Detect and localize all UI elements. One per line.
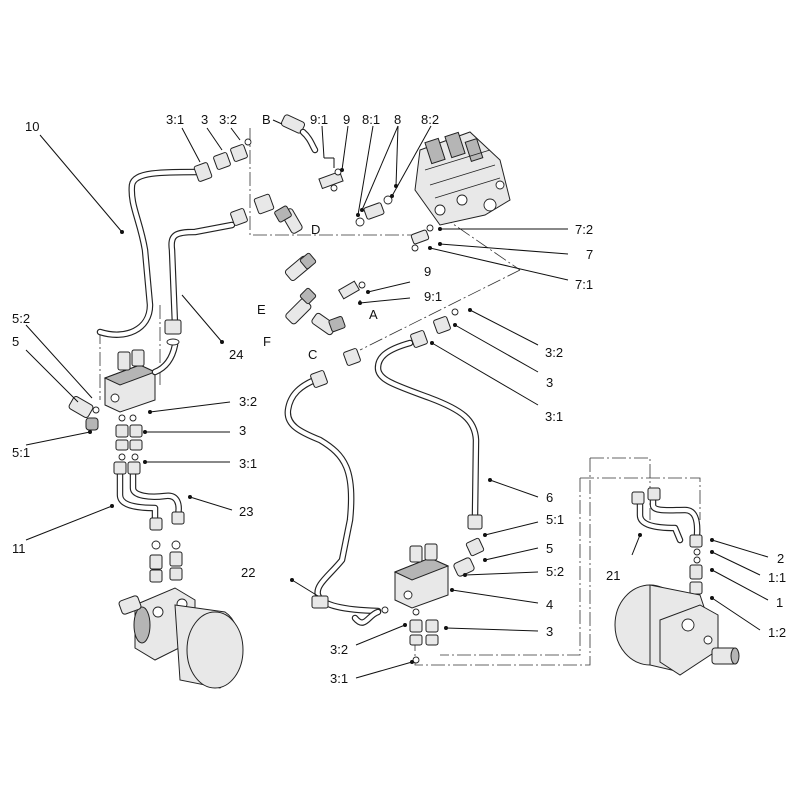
hydraulic-motor-right [614,487,740,676]
callout-3-1c: 3:1 [239,456,257,471]
callout-5-2b: 5:2 [546,564,564,579]
callout-3-2d: 3:2 [330,642,348,657]
callout-10: 10 [25,119,39,134]
elbow-fitting-5-left [68,396,100,431]
callout-labels: 10 3:1 3 3:2 B 9:1 9 8:1 8 8:2 7:2 7 7:1… [12,112,786,686]
callout-1-2: 1:2 [768,625,786,640]
callout-5-1b: 5:1 [546,512,564,527]
callout-D: D [311,222,320,237]
callout-1-1: 1:1 [768,570,786,585]
tube-21 [636,491,701,544]
leader-dots [88,168,714,664]
tube-24 [168,221,236,329]
callout-3-1a: 3:1 [166,112,184,127]
fitting-3-middle [310,308,459,388]
callout-3-2b: 3:2 [545,345,563,360]
callout-7: 7 [586,247,593,262]
callout-22: 22 [241,565,255,580]
tee-fitting-9 [318,168,344,192]
callout-11: 11 [12,541,26,556]
hose-fitting-D [274,205,303,234]
callout-9-1b: 9:1 [424,289,442,304]
callout-B: B [262,112,271,127]
callout-3a: 3 [201,112,208,127]
callout-6: 6 [546,490,553,505]
callout-9b: 9 [424,264,431,279]
fitting-24-top [230,193,275,226]
fitting-8 [355,195,393,227]
callout-4: 4 [546,597,553,612]
callout-5b: 5 [546,541,553,556]
callout-9-1a: 9:1 [310,112,328,127]
fitting-7 [410,224,434,252]
fittings-3-left-stack [113,414,143,475]
callout-23: 23 [239,504,253,519]
callout-21: 21 [606,568,620,583]
callout-3-1d: 3:1 [330,671,348,686]
callout-3-2a: 3:2 [219,112,237,127]
hose-fitting-F [285,287,317,325]
callout-8-1: 8:1 [362,112,380,127]
callout-24: 24 [229,347,243,362]
callout-5-1a: 5:1 [12,445,30,460]
callout-8: 8 [394,112,401,127]
callout-E: E [257,302,266,317]
callout-A: A [369,307,378,322]
control-valve-assembly [414,131,511,226]
callout-1: 1 [776,595,783,610]
callout-5-2a: 5:2 [12,311,30,326]
callout-3b: 3 [546,375,553,390]
leader-lines [25,119,769,679]
fitting-A [338,280,366,300]
callout-C: C [308,347,317,362]
tube-6 [374,339,480,519]
callout-3c: 3 [239,423,246,438]
callout-7-1: 7:1 [575,277,593,292]
valve-block-center [311,514,485,626]
tube-23 [116,468,182,524]
callout-3d: 3 [546,624,553,639]
callout-9a: 9 [343,112,350,127]
callout-5a: 5 [12,334,19,349]
callout-3-2c: 3:2 [239,394,257,409]
hose-fitting-E [284,252,317,281]
hydraulic-motor-left [118,511,244,689]
fittings-3-center-stack [409,608,439,664]
tube-10 [96,168,204,338]
callout-2: 2 [777,551,784,566]
valve-block-left [103,319,182,413]
callout-F: F [263,334,271,349]
hose-fitting-B [280,114,319,154]
tube-22 [284,374,382,615]
fitting-3-top [193,138,252,182]
callout-8-2: 8:2 [421,112,439,127]
hose-fitting-C [311,312,346,336]
callout-7-2: 7:2 [575,222,593,237]
callout-3-1b: 3:1 [545,409,563,424]
